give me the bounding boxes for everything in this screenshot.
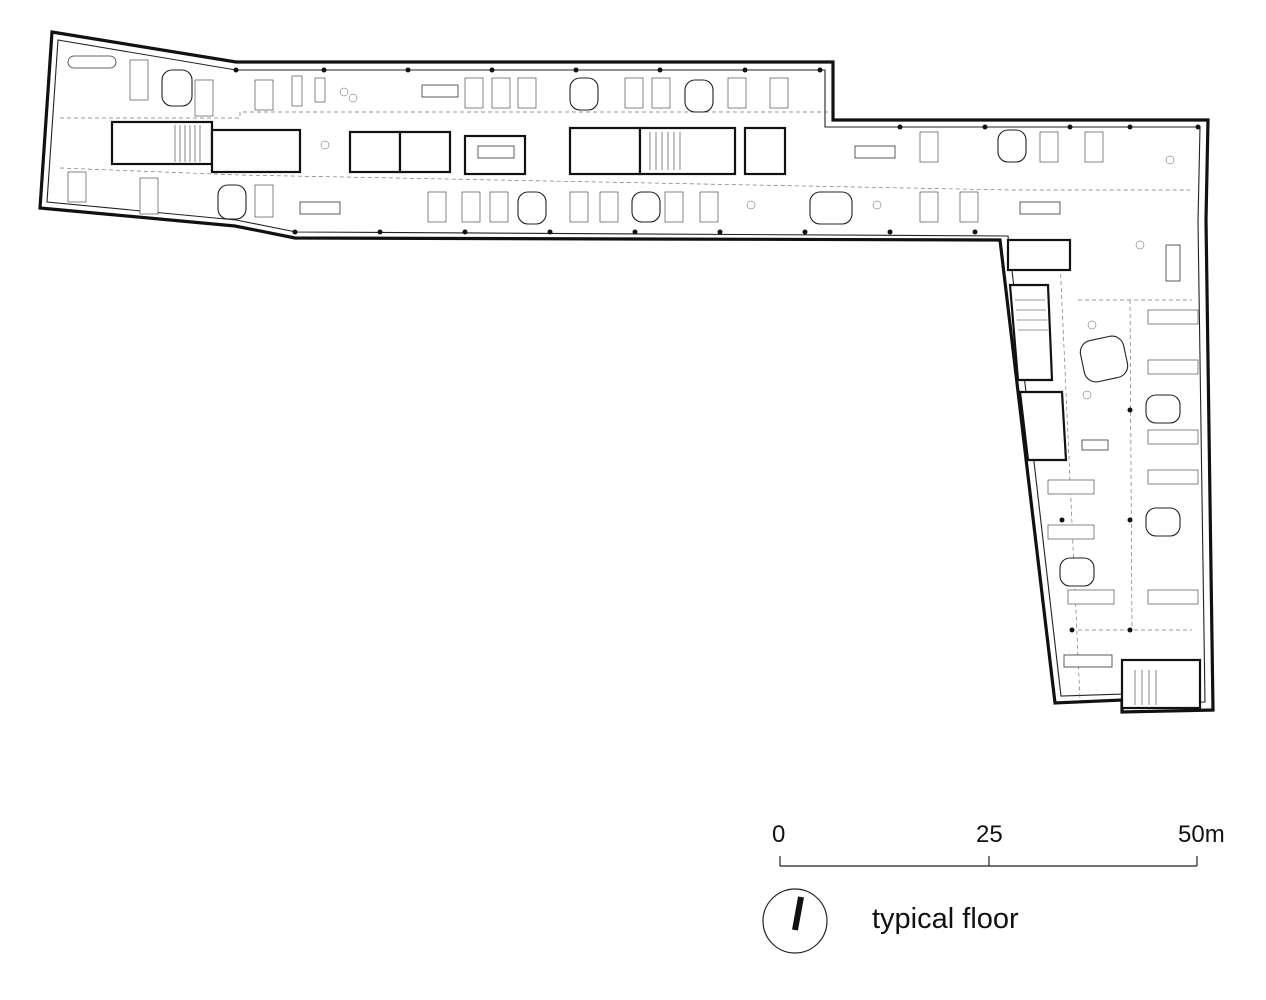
core-wing (1006, 238, 1202, 710)
drawing-title: typical floor (872, 903, 1019, 935)
north-arrow-icon (762, 888, 828, 954)
scale-label-end: 50m (1178, 821, 1225, 848)
scale-label-mid: 25 (976, 821, 1003, 848)
scale-label-start: 0 (772, 821, 786, 848)
core-central (348, 126, 787, 176)
building-outline (38, 30, 1215, 714)
workstation-clusters (67, 59, 1199, 605)
meeting-pods (161, 69, 1181, 587)
meeting-tables (67, 55, 1181, 668)
structural-columns (233, 67, 1201, 633)
core-west (110, 120, 302, 174)
scale-bar (779, 856, 1198, 867)
